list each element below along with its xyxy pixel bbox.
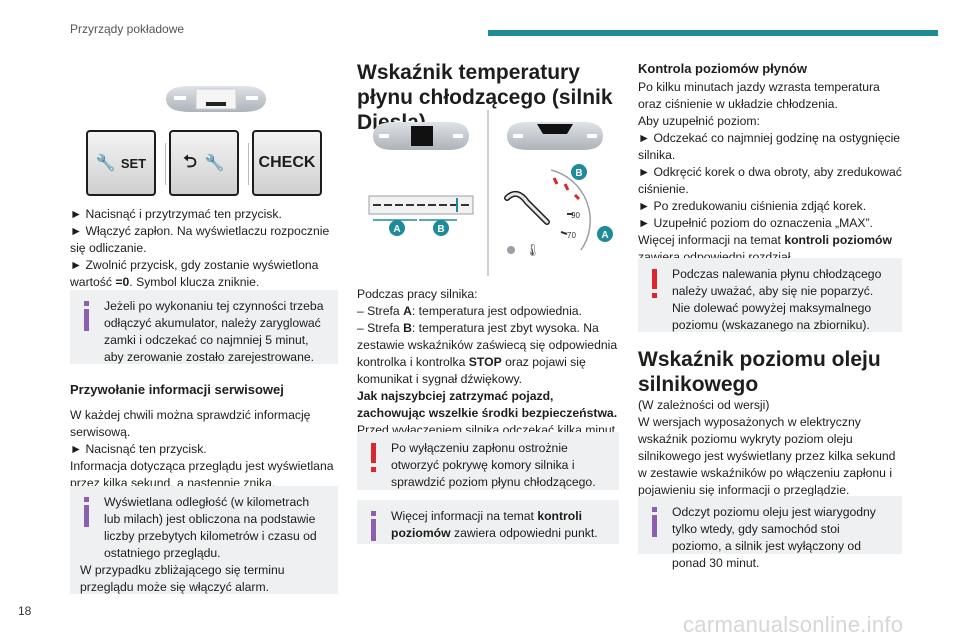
service-info-text: W każdej chwili można sprawdzić informac… bbox=[70, 408, 334, 490]
info-icon bbox=[652, 507, 657, 537]
wrench-icon: 🔧 bbox=[95, 155, 116, 172]
oil-level-text: (W zależności od wersji) W wersjach wypo… bbox=[638, 398, 896, 497]
info-note: Więcej informacji na temat kontroli pozi… bbox=[357, 500, 619, 544]
return-arrow-icon: ⮌ bbox=[183, 151, 197, 171]
zone-a-label: A bbox=[393, 224, 400, 235]
return-wrench-button[interactable]: ⮌ 🔧 bbox=[169, 130, 239, 196]
wrench-icon: 🔧 bbox=[204, 155, 225, 172]
info-icon bbox=[84, 301, 89, 331]
warning-note: Podczas nalewania płynu chłodzącego nale… bbox=[638, 258, 902, 332]
coolant-gauge-title: Wskaźnik temperatury płynu chłodzącego (… bbox=[357, 61, 613, 134]
note-text: Jeżeli po wykonaniu tej czynności trzeba… bbox=[104, 299, 324, 364]
oil-level-title: Wskaźnik poziomu oleju silnikowego bbox=[638, 348, 881, 396]
warning-note: Po wyłączeniu zapłonu ostrożnie otworzyć… bbox=[357, 432, 619, 490]
reset-steps: ► Nacisnąć i przytrzymać ten przycisk. ►… bbox=[70, 206, 338, 291]
divider bbox=[248, 143, 249, 185]
note-text: W przypadku zbliżającego się terminu prz… bbox=[80, 563, 285, 594]
step-text: ► Nacisnąć i przytrzymać ten przycisk. bbox=[70, 207, 282, 221]
coolant-temp-icon: 🌡 bbox=[525, 243, 540, 257]
service-info-heading: Przywołanie informacji serwisowej bbox=[70, 382, 284, 397]
fluid-levels-text: Po kilku minutach jazdy wzrasta temperat… bbox=[638, 80, 902, 264]
info-note: Odczyt poziomu oleju jest wiarygodny tyl… bbox=[638, 496, 902, 570]
step-text: ► Włączyć zapłon. Na wyświetlaczu rozpoc… bbox=[70, 224, 330, 255]
note-text: Więcej informacji na temat kontroli pozi… bbox=[391, 509, 598, 540]
header-accent-bar bbox=[488, 30, 938, 36]
zone-b-label: B bbox=[437, 224, 444, 235]
divider bbox=[165, 143, 166, 185]
note-text: Po wyłączeniu zapłonu ostrożnie otworzyć… bbox=[391, 441, 596, 489]
note-text: Podczas nalewania płynu chłodzącego nale… bbox=[672, 267, 882, 332]
warning-icon bbox=[371, 443, 376, 472]
page-number: 18 bbox=[18, 604, 32, 618]
watermark: carmanualsonline.info bbox=[683, 612, 904, 637]
info-icon bbox=[84, 497, 89, 527]
info-icon bbox=[371, 511, 376, 541]
info-note: Wyświetlana odległość (w kilometrach lub… bbox=[70, 486, 338, 594]
zone-a-label: A bbox=[601, 230, 608, 241]
zone-b-label: B bbox=[575, 168, 582, 179]
note-text: Wyświetlana odległość (w kilometrach lub… bbox=[104, 495, 317, 560]
gauge-90-label: 90 bbox=[571, 211, 580, 220]
warning-icon bbox=[652, 269, 657, 298]
info-note: Jeżeli po wykonaniu tej czynności trzeba… bbox=[70, 290, 338, 364]
set-wrench-button[interactable]: 🔧 SET bbox=[86, 130, 156, 196]
fluid-levels-heading: Kontrola poziomów płynów bbox=[638, 61, 807, 76]
coolant-gauge-illustration: A B 90 70 B A 🌡 bbox=[368, 110, 613, 276]
check-button[interactable]: CHECK bbox=[252, 130, 322, 196]
instrument-cluster-icon bbox=[166, 86, 266, 112]
running-header: Przyrządy pokładowe bbox=[70, 22, 185, 36]
gauge-70-label: 70 bbox=[567, 231, 576, 240]
coolant-text: Podczas pracy silnika: – Strefa A: tempe… bbox=[357, 287, 619, 437]
note-text: Odczyt poziomu oleju jest wiarygodny tyl… bbox=[672, 505, 876, 570]
check-label: CHECK bbox=[258, 154, 316, 171]
step-text: ► Zwolnić przycisk, gdy zostanie wyświet… bbox=[70, 258, 319, 289]
set-label: SET bbox=[120, 155, 147, 171]
